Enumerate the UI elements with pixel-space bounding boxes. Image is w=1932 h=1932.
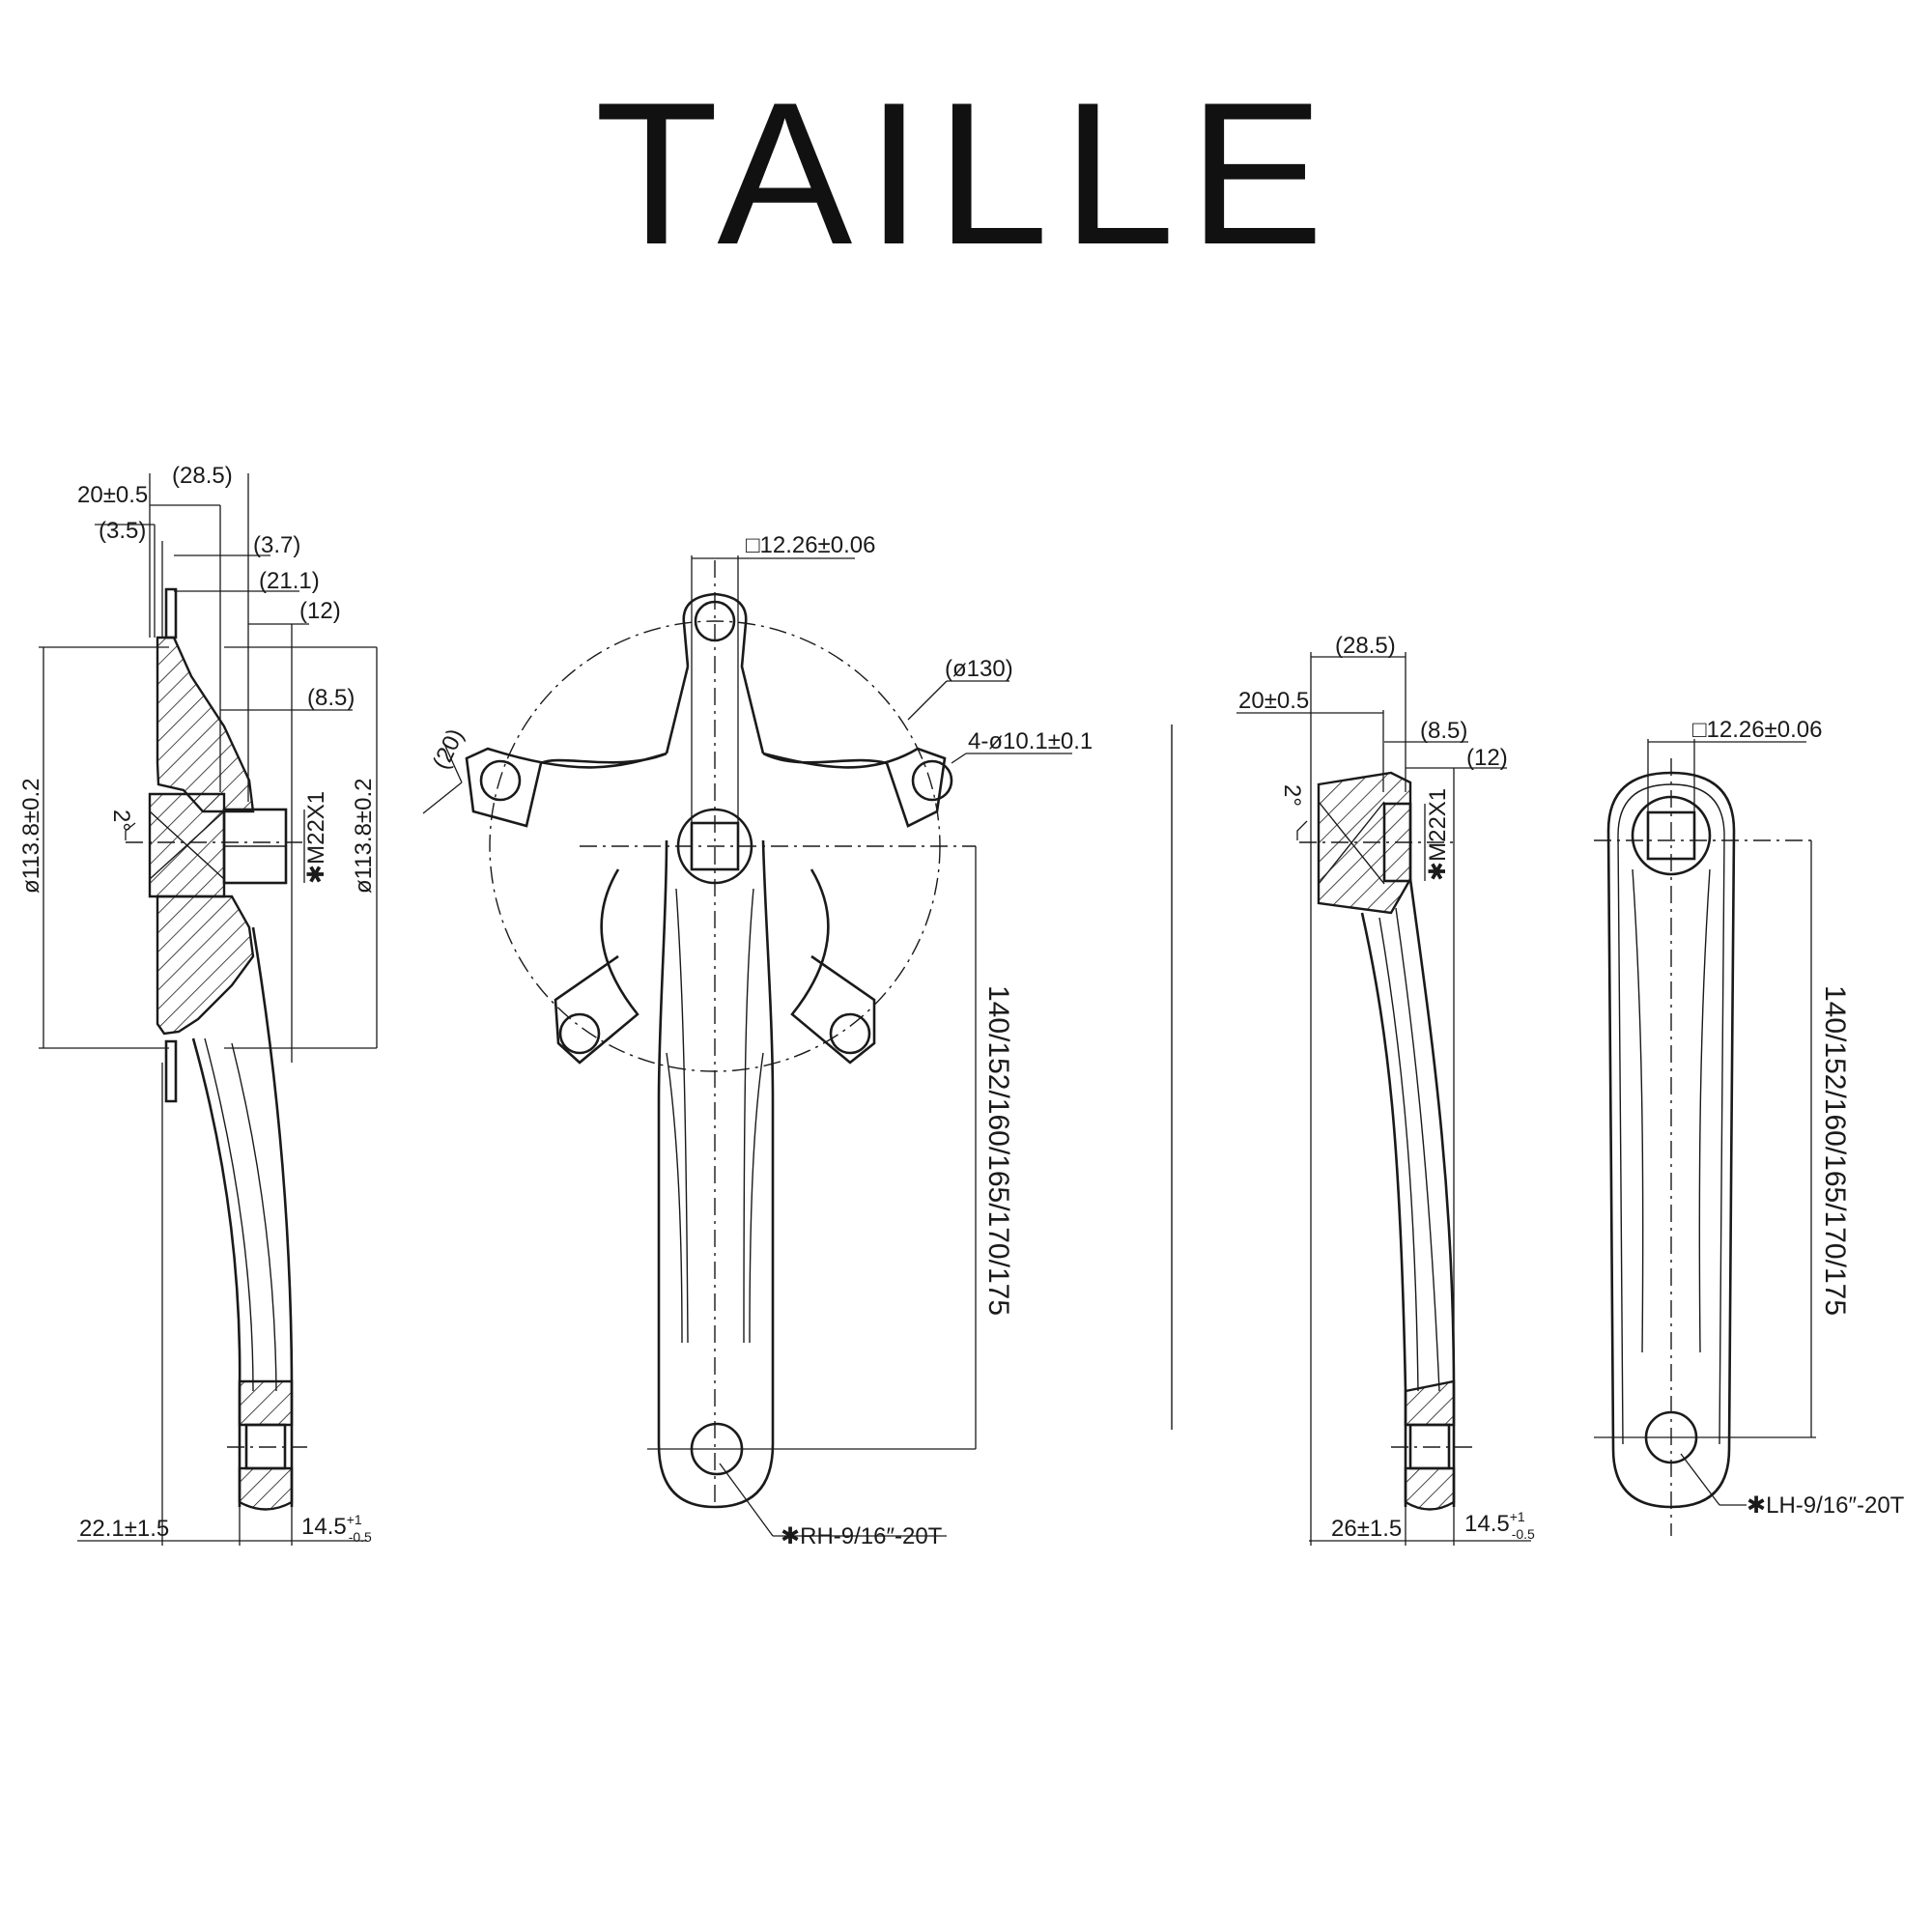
right-pedal-dim: 14.5+1-0.5 xyxy=(301,1512,372,1545)
chainring-bolt-hole-lower-left xyxy=(558,1012,601,1055)
crank-length-right: 140/152/160/165/170/175 xyxy=(982,985,1014,1316)
left-arm-dim: (12) xyxy=(1466,745,1508,771)
bcd-dim: (ø130) xyxy=(945,656,1013,682)
crank-length-left: 140/152/160/165/170/175 xyxy=(1819,985,1851,1316)
right-pedal-thread: ✱RH-9/16″-20T xyxy=(781,1523,943,1549)
right-small-dim: (3.7) xyxy=(253,532,300,558)
bolt-holes-dim: 4-ø10.1±0.1 xyxy=(968,728,1093,754)
left-offset-dim: 26±1.5 xyxy=(1331,1516,1402,1542)
right-inner-dim: (21.1) xyxy=(259,568,320,594)
left-pedal-thread: ✱LH-9/16″-20T xyxy=(1747,1492,1905,1519)
left-angle-dim: 2° xyxy=(1279,784,1305,807)
right-spider-dim: 20±0.5 xyxy=(77,482,148,508)
right-offset-dim: 22.1±1.5 xyxy=(79,1516,169,1542)
page-title: TAILLE xyxy=(594,60,1338,287)
right-arm-dim: (12) xyxy=(299,598,341,624)
right-front-view: □12.26±0.06 (ø130) 4-ø10.1±0.1 (20) 140/… xyxy=(422,532,1093,1549)
chainring-bolt-hole-left xyxy=(479,759,522,802)
left-arm-mid-dim: (8.5) xyxy=(1420,718,1467,744)
right-dia-left-dim: ø113.8±0.2 xyxy=(18,779,44,894)
left-overall-dim: (28.5) xyxy=(1335,633,1396,659)
right-thread-dim: ✱M22X1 xyxy=(303,791,329,884)
right-angle-dim: 2° xyxy=(108,810,134,832)
left-front-view: □12.26±0.06 140/152/160/165/170/175 ✱LH-… xyxy=(1594,717,1905,1536)
right-dia-right-dim: ø113.8±0.2 xyxy=(351,779,377,894)
chainring-bolt-hole-lower-right xyxy=(829,1012,871,1055)
right-arm-mid-dim: (8.5) xyxy=(307,685,355,711)
left-thread-dim: ✱M22X1 xyxy=(1425,788,1451,881)
chainring-bolt-hole-right xyxy=(911,759,953,802)
right-ring-gap-dim: (3.5) xyxy=(99,518,146,544)
left-spider-dim: 20±0.5 xyxy=(1238,688,1309,714)
right-side-view: (28.5) 20±0.5 (3.5) (3.7) (21.1) (12) (8… xyxy=(18,463,378,1546)
right-overall-dim: (28.5) xyxy=(172,463,233,489)
left-pedal-dim: 14.5+1-0.5 xyxy=(1464,1509,1535,1542)
tab-dim: (20) xyxy=(428,724,469,773)
left-square-spindle-dim: □12.26±0.06 xyxy=(1692,717,1822,743)
left-side-view: (28.5) 20±0.5 (8.5) (12) ✱M22X1 2° 26±1.… xyxy=(1236,633,1535,1546)
square-spindle-dim: □12.26±0.06 xyxy=(746,532,875,558)
